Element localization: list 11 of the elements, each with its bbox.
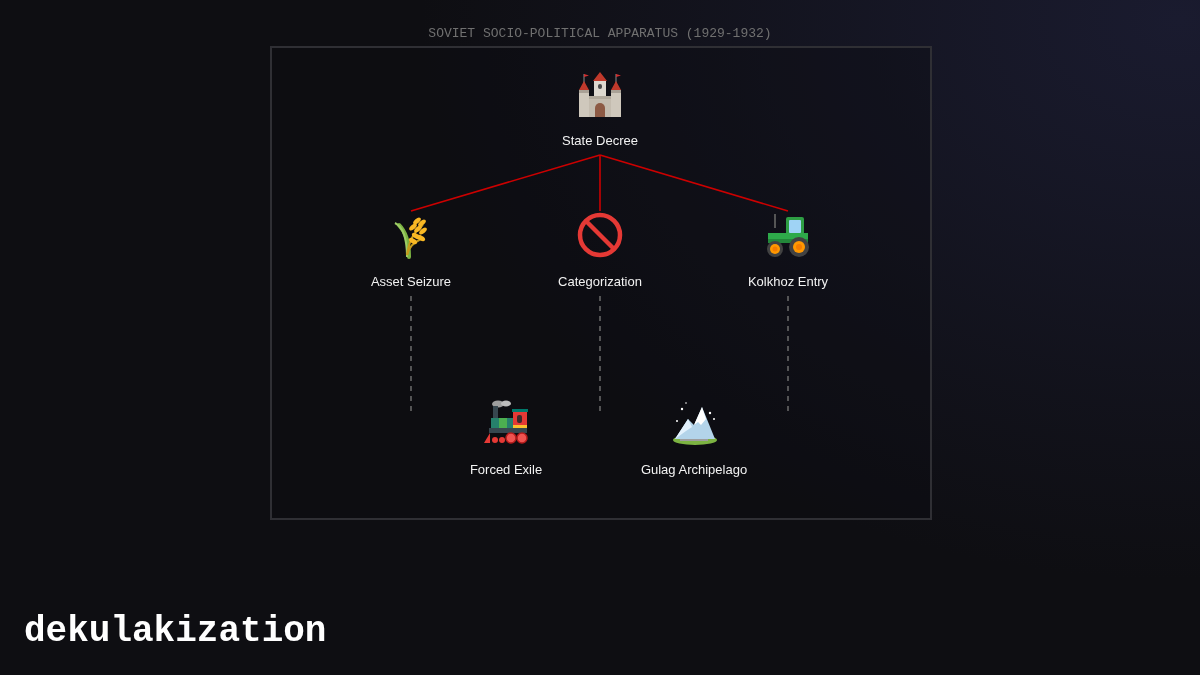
node-label: Categorization <box>558 274 642 290</box>
connector-line <box>410 154 601 212</box>
node-label: Kolkhoz Entry <box>747 274 829 290</box>
diagram-caption: dekulakization <box>24 610 327 654</box>
connector-line <box>599 154 789 212</box>
node-label: Forced Exile <box>469 462 543 478</box>
connector-line <box>599 154 601 212</box>
diagram-title: SOVIET SOCIO-POLITICAL APPARATUS (1929-1932) <box>428 26 772 42</box>
node-label: State Decree <box>562 133 638 149</box>
node-label: Asset Seizure <box>370 274 452 290</box>
node-label: Gulag Archipelago <box>640 462 748 478</box>
